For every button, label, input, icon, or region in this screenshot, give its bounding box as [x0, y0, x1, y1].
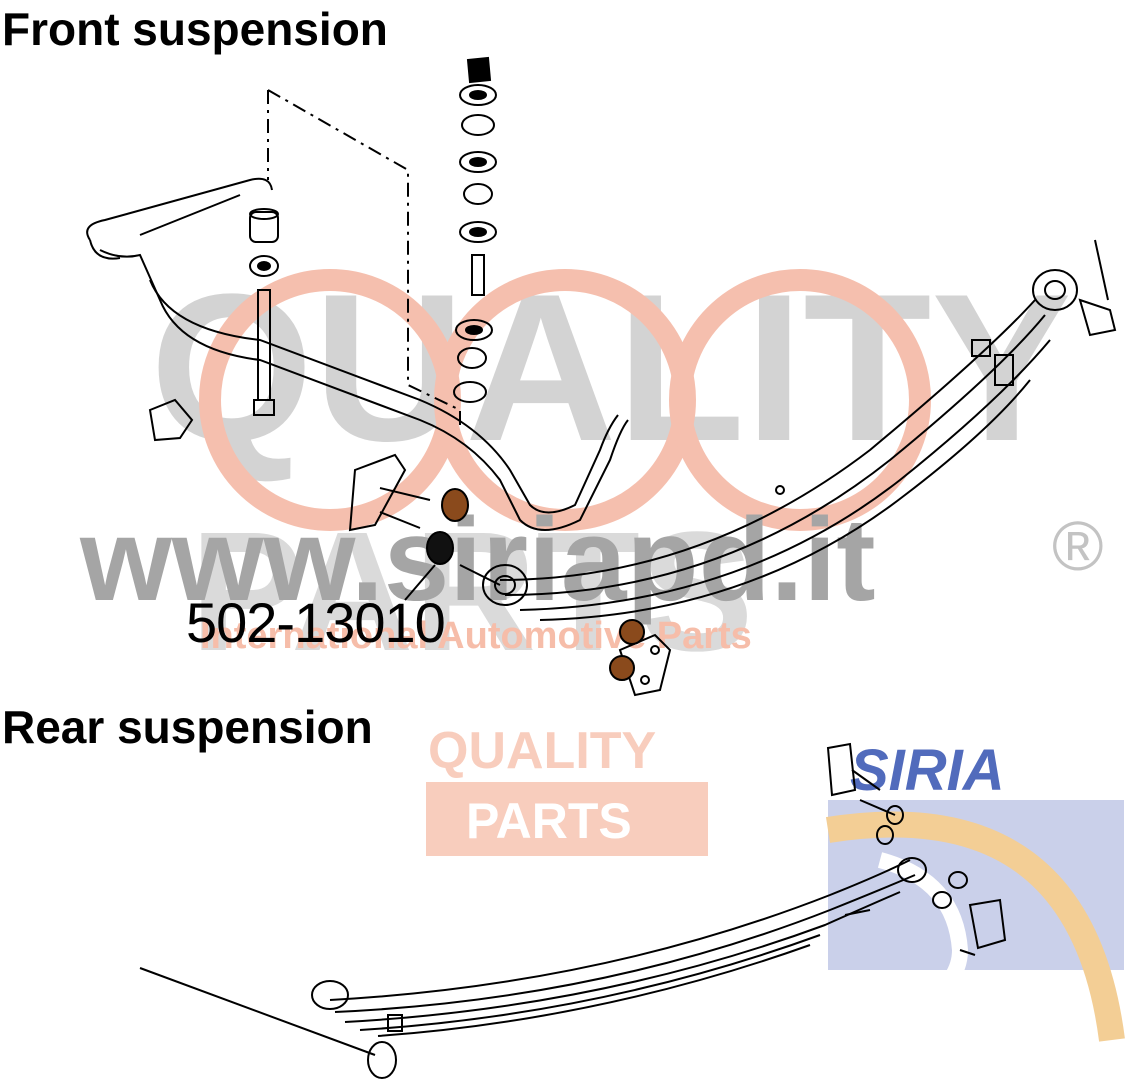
front-suspension-title: Front suspension — [2, 3, 388, 55]
rear-suspension-drawing — [139, 742, 1007, 1079]
left-link-stack — [148, 208, 279, 442]
right-link-stack — [453, 56, 497, 403]
watermark-quality-badge: QUALITY — [428, 722, 656, 780]
callout-leader — [404, 564, 501, 601]
siria-logo-text: SIRIA — [850, 738, 1005, 803]
rear-bushing — [367, 1041, 397, 1079]
watermark-parts-box — [426, 782, 708, 856]
rear-leader-line — [139, 967, 376, 1056]
siria-logo: SIRIA — [825, 738, 1125, 1042]
watermark-registered: ® — [1052, 507, 1104, 585]
front-leaf-spring — [482, 239, 1117, 621]
watermark-parts: PARTS — [190, 497, 754, 687]
highlighted-bushing — [426, 488, 645, 681]
watermark-website: www.siriapd.it — [79, 494, 876, 626]
watermark-parts-badge: PARTS — [466, 793, 632, 849]
rear-spring-eye — [311, 980, 349, 1010]
stabilizer-bar-inner — [139, 194, 619, 514]
part-number-callout: 502-13010 — [186, 591, 446, 654]
stabilizer-bar — [86, 177, 629, 531]
rear-leaf-spring-top — [329, 859, 911, 1001]
guide-line — [267, 89, 461, 430]
u-bolt-plates — [348, 453, 672, 697]
rear-shackle-assembly — [826, 742, 1007, 956]
rear-suspension-title: Rear suspension — [2, 701, 373, 753]
shackle — [1078, 298, 1117, 337]
nut — [148, 398, 194, 442]
front-suspension-drawing — [86, 56, 1117, 697]
